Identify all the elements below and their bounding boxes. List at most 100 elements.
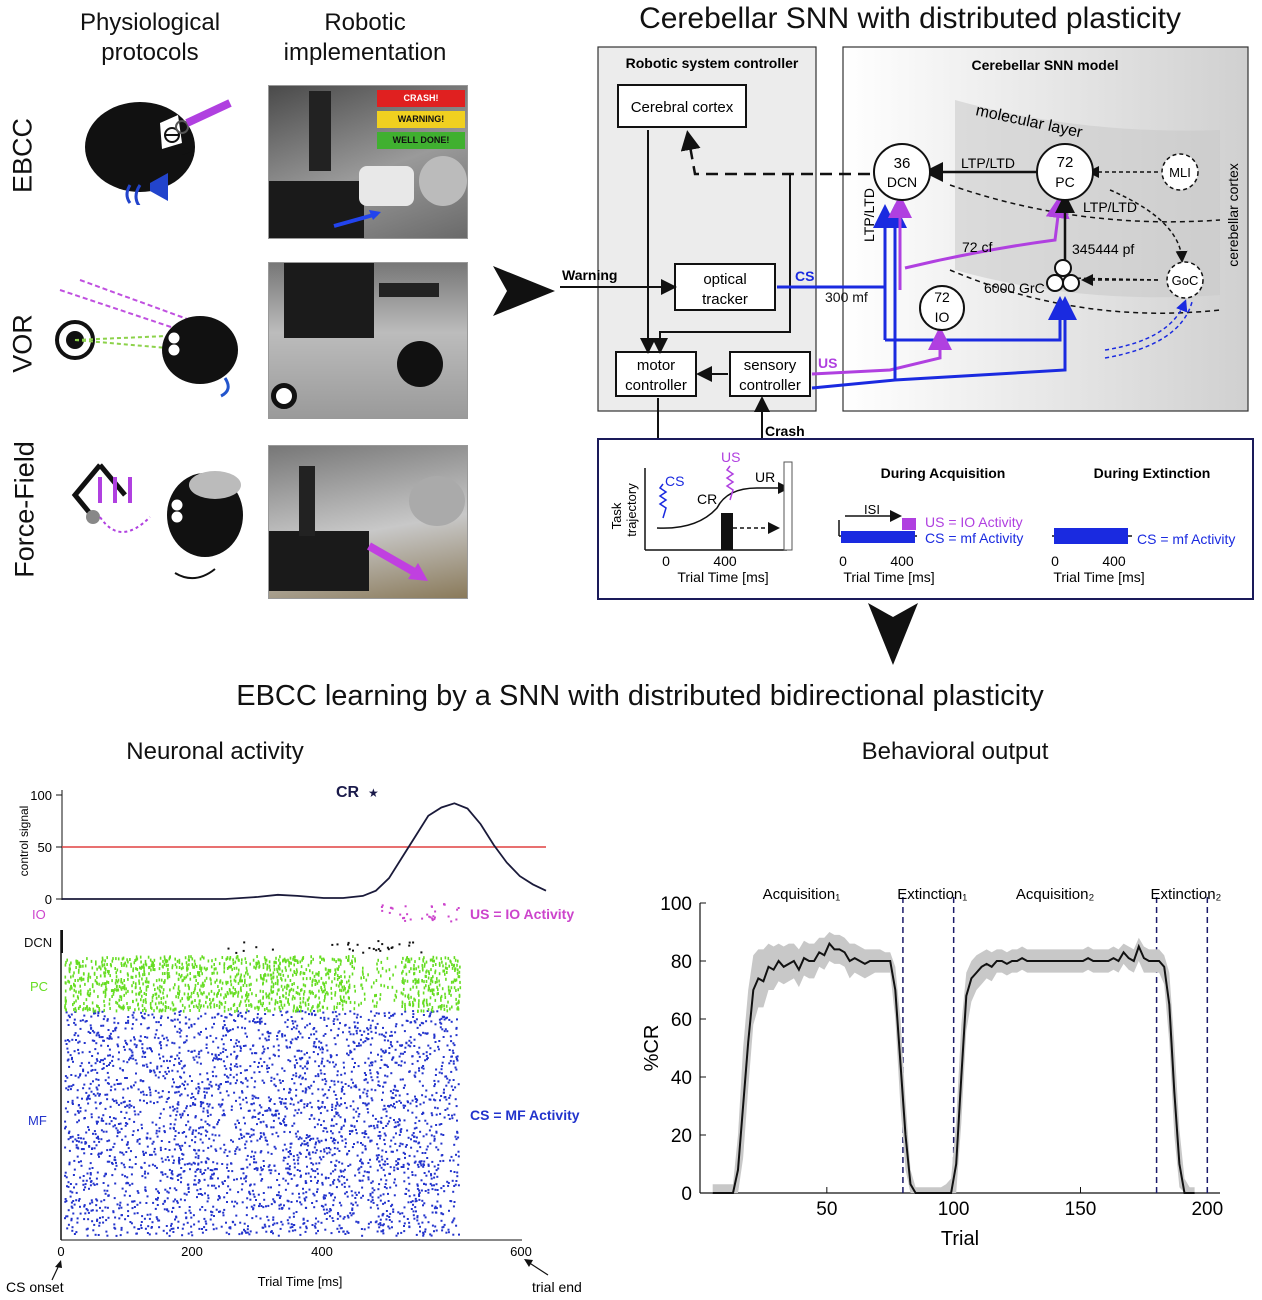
pc-spike xyxy=(281,1006,284,1010)
mf-spike xyxy=(168,1141,171,1143)
mf-spike xyxy=(455,1138,458,1141)
pc-spike xyxy=(262,990,264,994)
mf-spike xyxy=(435,1113,438,1116)
pc-spike xyxy=(295,959,297,962)
mf-spike xyxy=(312,1169,315,1172)
mf-spike xyxy=(263,1081,266,1084)
mf-spike xyxy=(223,1114,226,1117)
mf-spike xyxy=(451,1055,453,1058)
mf-spike xyxy=(359,1015,362,1018)
pc-spike xyxy=(135,982,137,986)
mf-spike xyxy=(393,1178,396,1181)
io-label: IO xyxy=(935,309,950,325)
mf-spike xyxy=(409,1102,412,1105)
mf-spike xyxy=(88,1187,90,1190)
pc-spike xyxy=(324,988,326,992)
mf-spike xyxy=(414,1098,417,1100)
mf-spike xyxy=(135,1072,137,1075)
mf-spike xyxy=(386,1214,389,1217)
mf-spike xyxy=(295,1135,298,1138)
mf-spike xyxy=(106,1189,109,1192)
mf-spike xyxy=(91,1029,94,1032)
pc-spike xyxy=(205,968,207,972)
mf-spike xyxy=(76,1221,79,1224)
mf-spike xyxy=(289,1226,292,1229)
mf-spike xyxy=(280,1101,283,1104)
pc-spike xyxy=(152,965,154,969)
mf-spike xyxy=(287,1222,290,1225)
pc-spike xyxy=(406,979,409,983)
pc-spike xyxy=(429,996,432,1000)
pc-spike xyxy=(250,1004,253,1008)
pc-spike xyxy=(153,1009,155,1013)
mf-spike xyxy=(71,1056,73,1059)
pc-spike xyxy=(315,979,318,983)
mf-spike xyxy=(94,1233,97,1236)
mf-spike xyxy=(264,1013,267,1015)
mf-spike xyxy=(264,1139,267,1142)
mf-spike xyxy=(90,1209,93,1212)
mf-spike xyxy=(211,1184,213,1187)
pc-spike xyxy=(374,994,376,998)
mf-spike xyxy=(433,1137,436,1140)
mf-spike xyxy=(182,1065,185,1068)
mf-spike xyxy=(197,1162,200,1165)
pc-spike xyxy=(415,985,418,989)
mf-spike xyxy=(252,1129,255,1132)
mf-spike xyxy=(204,1192,206,1195)
pc-spike xyxy=(351,965,354,968)
pc-count: 72 xyxy=(1057,154,1074,171)
mf-spike xyxy=(410,1201,413,1204)
mf-spike xyxy=(313,1146,316,1149)
mf-spike xyxy=(343,1216,346,1219)
pc-spike xyxy=(401,1005,403,1008)
mf-spike xyxy=(414,1075,417,1078)
mf-spike xyxy=(251,1094,254,1097)
mf-spike xyxy=(272,1014,275,1016)
mf-spike xyxy=(386,1075,389,1078)
pc-spike xyxy=(266,967,268,971)
pc-spike xyxy=(307,1003,310,1006)
mf-spike xyxy=(410,1208,413,1210)
mf-spike xyxy=(188,1145,191,1148)
pc-spike xyxy=(379,997,381,1001)
mf-spike xyxy=(171,1155,174,1158)
ebcc-robot-photo: CRASH! WARNING! WELL DONE! xyxy=(268,85,468,239)
mf-spike xyxy=(359,1038,362,1041)
dcn-spike xyxy=(381,943,384,946)
mf-spike xyxy=(423,1160,426,1163)
mf-spike xyxy=(308,1188,311,1191)
mf-spike xyxy=(376,1156,379,1159)
mf-spike xyxy=(421,1094,424,1097)
pc-spike xyxy=(412,979,414,983)
mf-spike xyxy=(252,1044,254,1047)
mf-spike xyxy=(76,1096,79,1099)
mf-spike xyxy=(258,1020,261,1023)
mf-spike xyxy=(85,1141,88,1144)
io-spike xyxy=(431,919,434,922)
pc-spike xyxy=(104,959,106,963)
pc-spike xyxy=(273,1007,276,1011)
mf-spike xyxy=(384,1201,386,1204)
mf-spike xyxy=(360,1228,363,1230)
mf-spike xyxy=(89,1173,92,1176)
mf-spike xyxy=(322,1094,325,1097)
mf-spike xyxy=(64,1200,67,1203)
mf-spike xyxy=(451,1221,454,1224)
mf-spike xyxy=(391,1150,394,1153)
mf-spike xyxy=(188,1026,190,1029)
mf-spike xyxy=(366,1089,369,1092)
pc-spike xyxy=(189,972,191,975)
mf-spike xyxy=(376,1169,379,1172)
pc-spike xyxy=(292,957,294,961)
mf-spike xyxy=(343,1168,346,1171)
mf-spike xyxy=(133,1043,136,1046)
mf-spike xyxy=(347,1165,350,1167)
y-tick-label: 0 xyxy=(681,1184,692,1205)
mf-spike xyxy=(191,1133,194,1135)
mf-spike xyxy=(85,1131,88,1134)
mf-spike xyxy=(337,1178,340,1181)
mf-spike xyxy=(301,1090,304,1093)
pc-spike xyxy=(87,976,89,980)
pc-spike xyxy=(237,958,240,962)
